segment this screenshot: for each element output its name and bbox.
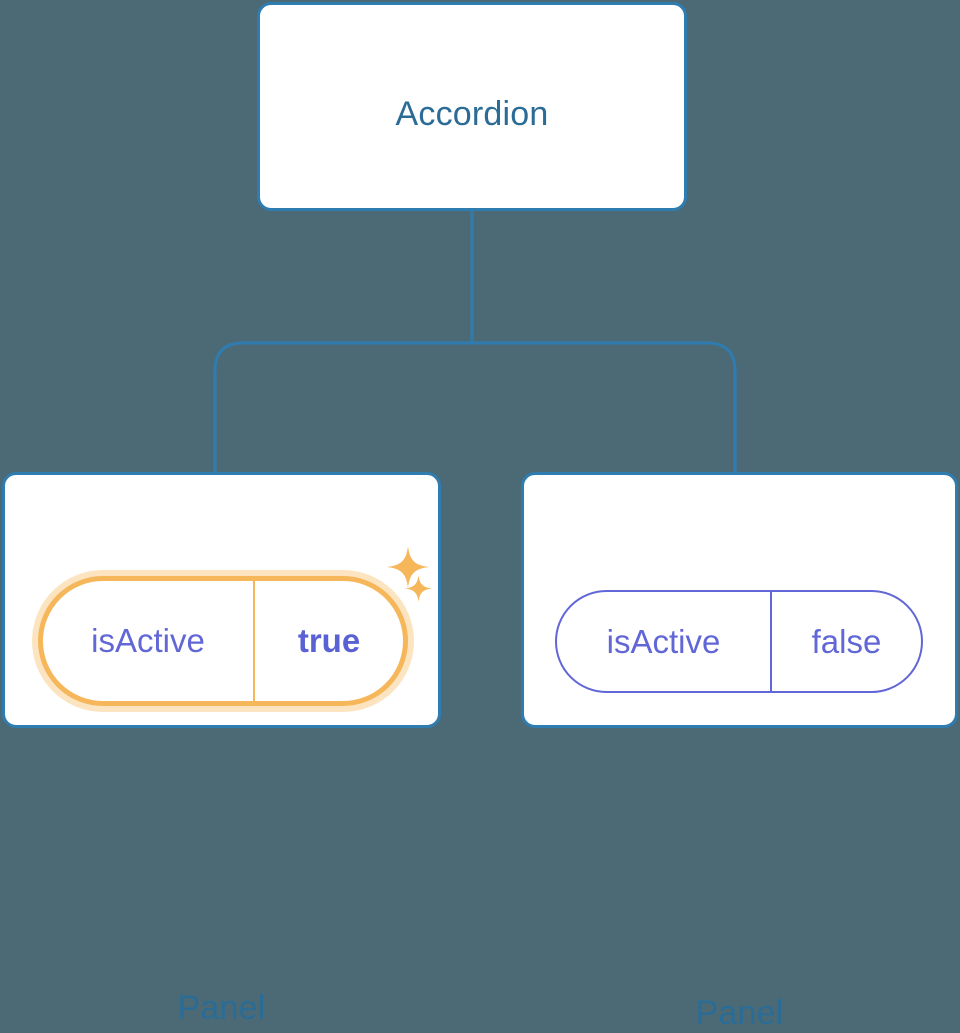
prop-pill-isactive-false[interactable]: isActive false <box>555 590 923 693</box>
node-panel-inactive-title: Panel <box>695 994 784 1032</box>
prop-pill-isactive-true[interactable]: isActive true <box>38 576 408 706</box>
node-panel-active-title: Panel <box>177 989 266 1027</box>
node-accordion-title: Accordion <box>395 95 549 133</box>
connector-branch-right <box>472 341 737 472</box>
connector-branch-left <box>213 341 472 472</box>
node-accordion[interactable]: Accordion <box>257 2 687 211</box>
prop-value-false: false <box>811 622 882 660</box>
prop-key-isactive: isActive <box>557 592 772 691</box>
prop-value-true: true <box>297 622 361 659</box>
prop-key-isactive: isActive <box>43 581 255 701</box>
